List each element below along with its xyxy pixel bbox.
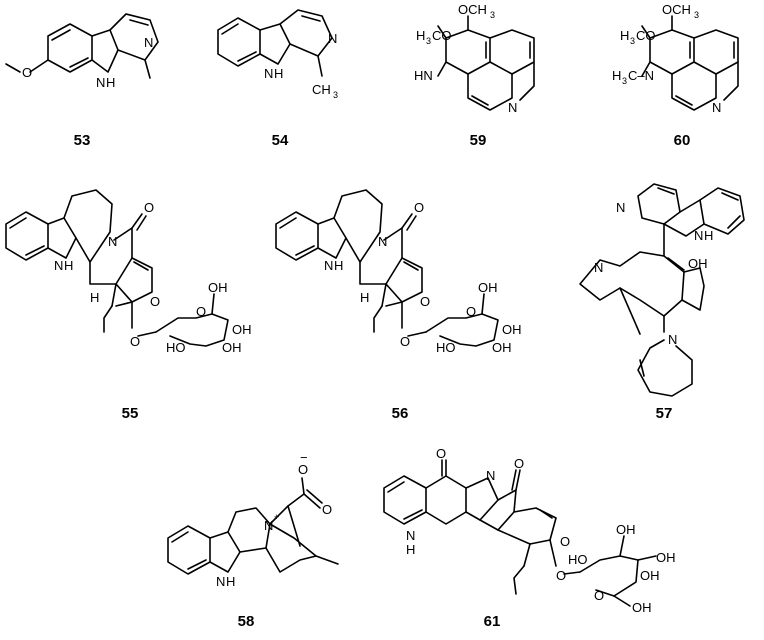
c58-indole-n: N	[216, 574, 225, 589]
compound-59-structure: H 3 CO OCH 3 HN N	[414, 2, 535, 115]
c53-indole-n: N	[96, 75, 105, 90]
c57-pyridine-n: N	[616, 200, 625, 215]
c60-n: N	[712, 100, 721, 115]
c60-ome1-h: H	[620, 28, 629, 43]
compound-56-structure: N H N O H O O O OH OH OH HO	[275, 189, 522, 355]
c61-oh4: OH	[632, 600, 652, 615]
c55-indole-n: N	[54, 258, 63, 273]
c59-ome2-3: 3	[490, 10, 495, 20]
c57-n1: N	[594, 260, 603, 275]
compound-54-structure: N N H CH 3	[217, 9, 338, 100]
c56-oh1: OH	[478, 280, 498, 295]
c55-glyc-o: O	[130, 334, 140, 349]
c61-n: N	[486, 468, 495, 483]
c56-carbonyl-o: O	[414, 200, 424, 215]
c54-ch3-sub: 3	[333, 90, 338, 100]
compound-61-structure: O O N N H O O O OH OH OH HO OH	[383, 446, 676, 615]
c56-sugar-o: O	[466, 304, 476, 319]
c55-stereo-h: H	[90, 290, 99, 305]
c55-carbonyl-o: O	[144, 200, 154, 215]
c58-plus: +	[274, 512, 279, 522]
c58-o: O	[322, 502, 332, 517]
compound-57-structure: N N H OH N N	[579, 183, 745, 397]
c53-pyridine-n: N	[144, 35, 153, 50]
c57-indole-h: H	[704, 228, 713, 243]
c59-ome2: OCH	[458, 2, 487, 17]
c56-n: N	[378, 234, 387, 249]
c61-glyc-o: O	[556, 568, 566, 583]
c56-glyc-o: O	[400, 334, 410, 349]
c59-ome1-h: H	[416, 28, 425, 43]
c54-indole-n: N	[264, 66, 273, 81]
c54-pyridine-n: N	[328, 31, 337, 46]
c55-oh3: OH	[222, 340, 242, 355]
c61-oh1: OH	[616, 522, 636, 537]
c61-ho: HO	[568, 552, 588, 567]
c61-ring-o: O	[560, 534, 570, 549]
compound-60-number: 60	[674, 132, 691, 149]
c55-indole-h: H	[64, 258, 73, 273]
c56-oh2: OH	[502, 322, 522, 337]
c61-o-top: O	[436, 446, 446, 461]
c61-sugar-o: O	[594, 588, 604, 603]
c55-ring-o: O	[150, 294, 160, 309]
c58-indole-h: H	[226, 574, 235, 589]
c61-h: H	[406, 542, 415, 557]
c57-indole-n: N	[694, 228, 703, 243]
compound-57-number: 57	[656, 405, 673, 422]
compound-56-number: 56	[392, 405, 409, 422]
c54-indole-h: H	[274, 66, 283, 81]
c60-h3cn-3: 3	[622, 76, 627, 86]
compound-61-number: 61	[484, 613, 501, 630]
c60-ome2: OCH	[662, 2, 691, 17]
c59-hn: HN	[414, 68, 433, 83]
c61-oh3: OH	[640, 568, 660, 583]
compound-58-structure: O − O N + N H	[167, 450, 339, 589]
c61-nh: N	[406, 528, 415, 543]
c59-ome1-3: 3	[426, 36, 431, 46]
compound-59-number: 59	[470, 132, 487, 149]
c58-minus: −	[300, 450, 308, 465]
c61-o-lactam: O	[514, 456, 524, 471]
c57-n2: N	[668, 332, 677, 347]
c56-ho: HO	[436, 340, 456, 355]
compound-53-structure: O N N H	[5, 13, 159, 90]
c57-oh: OH	[688, 256, 708, 271]
c58-n-plus: N	[264, 518, 273, 533]
compound-55-number: 55	[122, 405, 139, 422]
c55-oh1: OH	[208, 280, 228, 295]
c54-ch3: CH	[312, 82, 331, 97]
compound-53-number: 53	[74, 132, 91, 149]
c59-n: N	[508, 100, 517, 115]
c56-indole-n: N	[324, 258, 333, 273]
c55-n: N	[108, 234, 117, 249]
c55-oh2: OH	[232, 322, 252, 337]
compound-58-number: 58	[238, 613, 255, 630]
c58-o-minus: O	[298, 462, 308, 477]
c56-oh3: OH	[492, 340, 512, 355]
c60-h3cn-h: H	[612, 68, 621, 83]
c55-ho: HO	[166, 340, 186, 355]
c60-ome1-3: 3	[630, 36, 635, 46]
c60-ome1-co: CO	[636, 28, 656, 43]
c56-stereo-h: H	[360, 290, 369, 305]
c60-h3cn-c: C–N	[628, 68, 654, 83]
c60-ome2-3: 3	[694, 10, 699, 20]
c55-sugar-o: O	[196, 304, 206, 319]
compound-60-structure: H 3 CO OCH 3 H 3 C–N N	[612, 2, 739, 115]
c61-oh2: OH	[656, 550, 676, 565]
c56-ring-o: O	[420, 294, 430, 309]
c59-ome1-co: CO	[432, 28, 452, 43]
compound-54-number: 54	[272, 132, 289, 149]
c53-methoxy-o: O	[22, 65, 32, 80]
compound-55-structure: N H N O H O O O OH OH OH HO	[5, 189, 252, 355]
c53-indole-h: H	[106, 75, 115, 90]
c56-indole-h: H	[334, 258, 343, 273]
